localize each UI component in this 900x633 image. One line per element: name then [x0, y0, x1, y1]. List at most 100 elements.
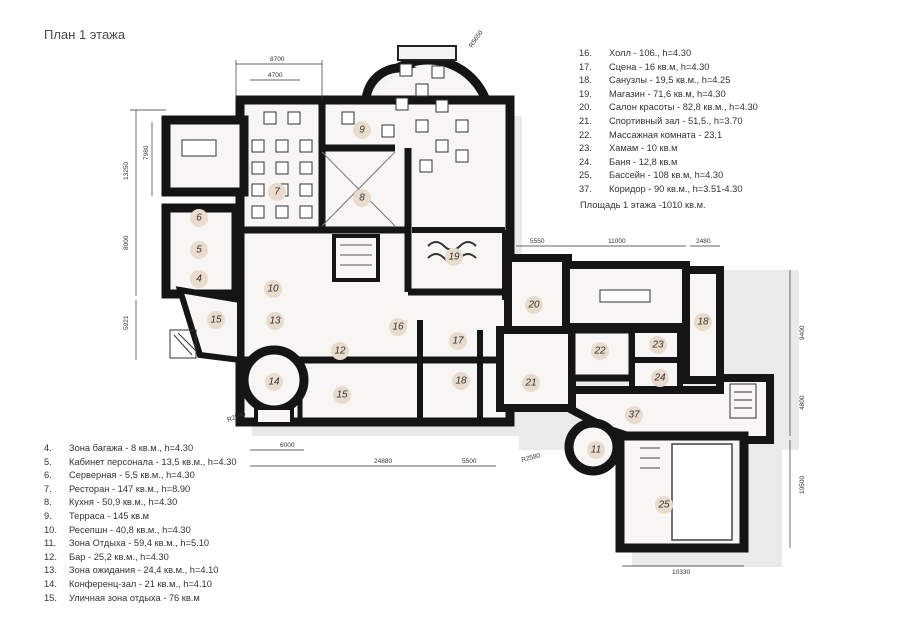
room-marker-circle	[651, 369, 669, 387]
room-number: 20	[527, 300, 540, 311]
room-marker: 9	[353, 121, 371, 139]
legend-right-number: 21.	[579, 115, 592, 126]
dimension-lines	[130, 60, 791, 567]
legend-left-item: 4. Зона багажа - 8 кв.м., h=4.30	[44, 442, 237, 456]
room-marker-circle	[452, 372, 470, 390]
room-marker: 22	[591, 342, 609, 360]
restaurant-tables	[181, 111, 313, 219]
legend-left-number: 6.	[44, 470, 52, 481]
room-number: 14	[268, 377, 280, 388]
legend-right-item: 25. Бассейн - 108 кв.м, h=4.30	[579, 169, 758, 183]
room-marker: 25	[655, 496, 673, 514]
terrace-tables	[341, 63, 469, 173]
legend-left-item: 6.Серверная - 5,5 кв.м., h=4.30	[44, 469, 237, 483]
room-number: 5	[196, 245, 202, 256]
room-marker-circle	[353, 189, 371, 207]
room-marker-circle	[190, 270, 208, 288]
dimension-label: 5550	[530, 238, 545, 245]
legend-left-text: Конференц-зал - 21 кв.м., h=4.10	[69, 578, 212, 589]
dimension-label: 2480	[696, 238, 711, 245]
legend-right-number: 19.	[579, 88, 592, 99]
room-marker-circle	[694, 313, 712, 331]
dimension-label: 5500	[462, 458, 477, 465]
legend-right-text: Спортивный зал - 51,5., h=3.70	[609, 115, 743, 126]
room-marker-circle	[268, 183, 286, 201]
room-marker-circle	[591, 342, 609, 360]
legend-left-item: 9.Терраса - 145 кв.м	[44, 510, 237, 524]
room-marker: 7	[268, 183, 286, 201]
room-marker-circle	[625, 406, 643, 424]
dimension-label: 10500	[799, 476, 806, 494]
dimension-label: 11000	[608, 238, 626, 245]
room-marker-circle	[190, 209, 208, 227]
legend-right-text: Бассейн - 108 кв.м, h=4.30	[609, 170, 724, 181]
legend-left-number: 10.	[44, 524, 57, 535]
room-number: 23	[651, 340, 664, 351]
dimension-label: 8700	[270, 56, 285, 63]
room-marker: 5	[190, 241, 208, 259]
legend-right-text: Сцена - 16 кв.м, h=4.30	[609, 61, 710, 72]
room-marker: 20	[525, 296, 543, 314]
legend-left-text: Терраса - 145 кв.м	[69, 510, 149, 521]
room-number: 15	[210, 315, 222, 326]
legend-left-number: 14.	[44, 578, 57, 589]
room-marker-circle	[522, 374, 540, 392]
legend-right-text: Магазин - 71,6 кв.м, h=4.30	[609, 88, 726, 99]
legend-left-item: 7.Ресторан - 147 кв.м., h=8.90	[44, 483, 237, 497]
legend-left-text: Зона ожидания - 24,4 кв.м., h=4.10	[69, 565, 219, 576]
room-marker: 37	[625, 406, 643, 424]
legend-right-number: 37.	[579, 183, 592, 194]
room-marker: 21	[522, 374, 540, 392]
room-number: 18	[455, 376, 467, 387]
room-marker-circle	[353, 121, 371, 139]
dimension-label: 24880	[374, 458, 392, 465]
legend-right-number: 20.	[579, 102, 592, 113]
legend-right-number: 23.	[579, 143, 592, 154]
legend-left-text: Зона багажа - 8 кв.м., h=4.30	[69, 443, 194, 453]
legend-right-item: 16.Холл - 106., h=4.30	[579, 47, 758, 61]
room-number: 17	[452, 336, 464, 347]
legend-left-text: Уличная зона отдыха - 76 кв.м	[69, 592, 200, 603]
legend-right-number: 24.	[579, 156, 592, 167]
legend-left-number: 4.	[44, 443, 52, 453]
room-number: 12	[334, 346, 346, 357]
legend-right-item: 21. Спортивный зал - 51,5., h=3.70	[579, 115, 758, 129]
room-number: 24	[653, 373, 666, 384]
room-marker: 10	[264, 280, 282, 298]
legend-right-text: Массажная комната - 23,1	[609, 129, 723, 140]
legend-right-number: 16.	[579, 48, 592, 58]
legend-left-text: Зона Отдыха - 59,4 кв.м., h=5.10	[69, 538, 210, 549]
legend-left-text: Бар - 25,2 кв.м., h=4.30	[69, 551, 169, 562]
legend-left-number: 12.	[44, 551, 57, 562]
dimension-label: 4800	[799, 395, 806, 410]
legend-left-number: 13.	[44, 565, 57, 576]
room-marker: 16	[389, 318, 407, 336]
legend-left-number: 5.	[44, 456, 52, 467]
room-marker-circle	[649, 336, 667, 354]
exterior-steps	[169, 329, 757, 419]
room-marker: 6	[190, 209, 208, 227]
room-number: 10	[267, 284, 279, 295]
legend-right-item: 18.Санузлы - 19,5 кв.м., h=4.25	[579, 74, 758, 88]
room-marker-circle	[449, 332, 467, 350]
legend-right-number: 17.	[579, 61, 592, 72]
room-marker: 14	[265, 373, 283, 391]
legend-right-item: 23.Хамам - 10 кв.м	[579, 142, 758, 156]
legend-right-item: 24. Баня - 12,8 кв.м	[579, 156, 758, 170]
room-marker: 13	[266, 312, 284, 330]
room-number: 18	[697, 317, 709, 328]
room-marker: 12	[331, 342, 349, 360]
legend-left-item: 13. Зона ожидания - 24,4 кв.м., h=4.10	[44, 564, 237, 578]
room-marker-circle	[333, 386, 351, 404]
legend-left-item: 11.Зона Отдыха - 59,4 кв.м., h=5.10	[44, 537, 237, 551]
room-marker: 24	[651, 369, 669, 387]
room-number: 21	[524, 378, 536, 389]
room-number: 16	[392, 322, 404, 333]
legend-left-item: 8.Кухня - 50,9 кв.м., h=4.30	[44, 496, 237, 510]
legend-right-text: Коридор - 90 кв.м., h=3.51-4.30	[609, 183, 743, 194]
legend-left-item: 5.Кабинет персонала - 13,5 кв.м., h=4.30	[44, 456, 237, 470]
legend-right-number: 25.	[579, 170, 592, 181]
legend-right-text: Баня - 12,8 кв.м	[609, 156, 678, 167]
